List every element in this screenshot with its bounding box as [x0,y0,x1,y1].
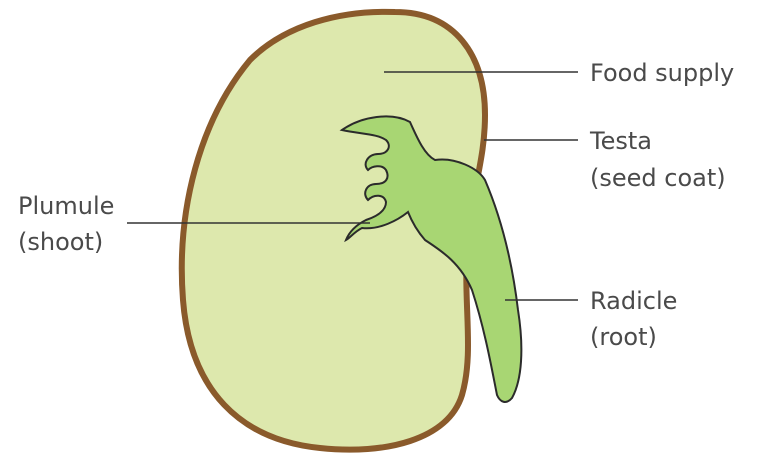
testa-label: Testa [589,127,652,155]
radicle-label: Radicle [590,287,677,315]
radicle-sublabel: (root) [590,323,657,351]
plumule-label: Plumule [18,192,114,220]
testa-sublabel: (seed coat) [590,164,726,192]
plumule-sublabel: (shoot) [18,228,103,256]
food-supply-label: Food supply [590,59,734,87]
